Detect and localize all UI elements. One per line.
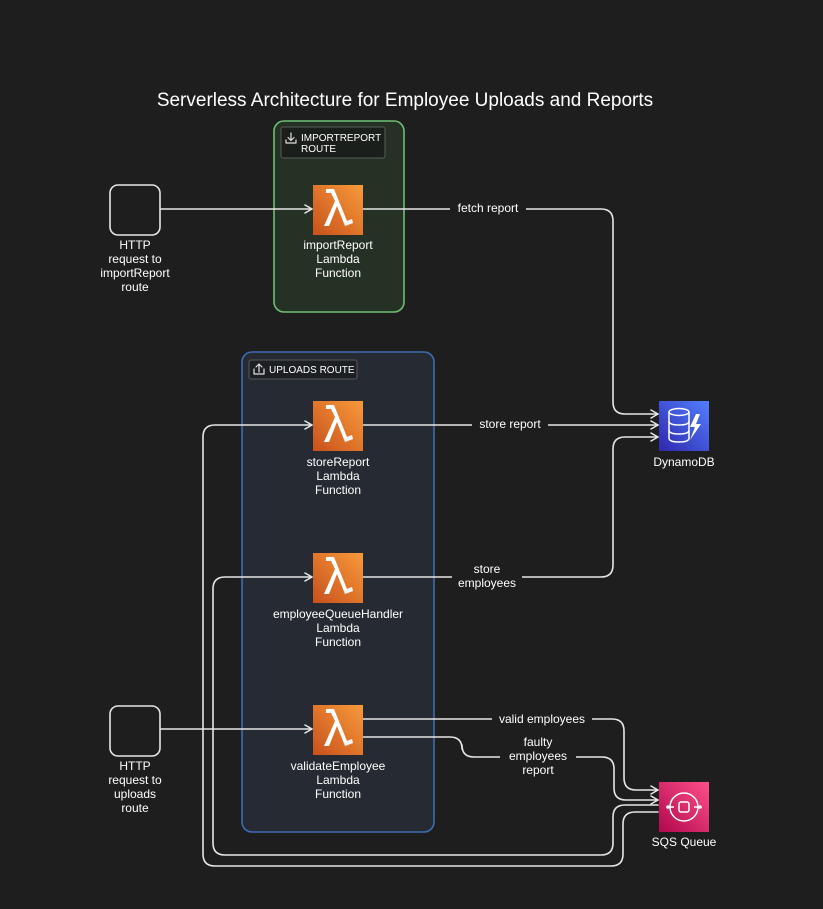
import-route-label-line2: ROUTE (301, 144, 336, 155)
store-report-lambda-node: storeReport Lambda Function (307, 401, 370, 497)
svg-text:valid employees: valid employees (499, 712, 585, 726)
dynamodb-icon (659, 401, 709, 451)
svg-text:request to: request to (108, 252, 162, 266)
svg-text:Function: Function (315, 635, 361, 649)
lambda-icon (313, 705, 363, 755)
svg-text:report: report (522, 763, 554, 777)
svg-text:uploads: uploads (114, 787, 156, 801)
svg-text:storeReport: storeReport (307, 455, 370, 469)
edge-store-employees (362, 432, 659, 578)
svg-text:store report: store report (479, 417, 541, 431)
download-icon (285, 132, 297, 144)
svg-text:employees: employees (509, 749, 567, 763)
edge-fetch-report (362, 208, 659, 419)
svg-text:Lambda: Lambda (316, 469, 360, 483)
edges (159, 204, 659, 867)
svg-text:employeeQueueHandler: employeeQueueHandler (273, 607, 403, 621)
svg-text:Lambda: Lambda (316, 621, 360, 635)
svg-text:request to: request to (108, 773, 162, 787)
diagram-title: Serverless Architecture for Employee Upl… (157, 90, 653, 111)
svg-text:route: route (121, 280, 149, 294)
edge-label-store-report: store report (472, 416, 548, 432)
edge-label-store-employees: store employees (452, 561, 522, 591)
svg-text:Lambda: Lambda (316, 773, 360, 787)
lambda-icon (313, 553, 363, 603)
edge-valid-employees (362, 718, 659, 795)
svg-text:Function: Function (315, 787, 361, 801)
dynamodb-node: DynamoDB (653, 401, 715, 469)
svg-text:fetch report: fetch report (458, 201, 519, 215)
svg-text:importReport: importReport (100, 266, 170, 280)
svg-text:Function: Function (315, 266, 361, 280)
http-request-import-node: HTTP request to importReport route (100, 184, 170, 294)
http-request-uploads-node: HTTP request to uploads route (108, 705, 162, 815)
validate-employee-lambda-node: validateEmployee Lambda Function (291, 705, 386, 801)
svg-text:Lambda: Lambda (316, 252, 360, 266)
svg-text:validateEmployee: validateEmployee (291, 759, 386, 773)
svg-text:HTTP: HTTP (119, 759, 150, 773)
import-route-label-line1: IMPORTREPORT (301, 133, 381, 144)
import-report-lambda-node: importReport Lambda Function (303, 185, 373, 280)
sqs-queue-node: SQS Queue (652, 782, 717, 849)
edge-label-valid-employees: valid employees (492, 711, 592, 727)
edge-sqs-to-storereport (202, 420, 659, 867)
svg-text:route: route (121, 801, 149, 815)
sqs-icon (659, 782, 709, 832)
svg-text:faulty: faulty (524, 735, 553, 749)
svg-text:Function: Function (315, 483, 361, 497)
lambda-icon (313, 401, 363, 451)
svg-text:HTTP: HTTP (119, 238, 150, 252)
uploads-route-label: UPLOADS ROUTE (269, 365, 355, 376)
edge-sqs-to-employeequeuehandler (212, 572, 659, 856)
svg-text:SQS Queue: SQS Queue (652, 835, 717, 849)
employee-queue-handler-lambda-node: employeeQueueHandler Lambda Function (273, 553, 403, 649)
edge-label-fetch-report: fetch report (450, 200, 526, 216)
lambda-icon (313, 185, 363, 235)
svg-text:employees: employees (458, 576, 516, 590)
upload-icon (253, 363, 265, 375)
svg-text:importReport: importReport (303, 238, 373, 252)
svg-text:store: store (474, 562, 501, 576)
edge-label-faulty-employees-report: faulty employees report (500, 733, 576, 777)
svg-text:DynamoDB: DynamoDB (653, 455, 714, 469)
